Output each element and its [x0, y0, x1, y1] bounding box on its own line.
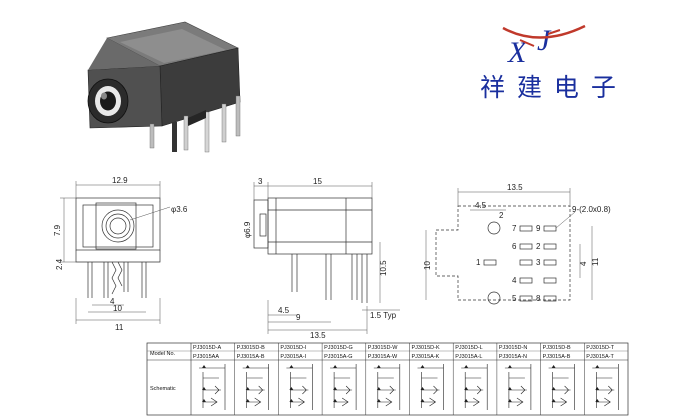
- brand-logo: X J: [502, 24, 586, 69]
- pcb-pin-label: 7: [512, 224, 517, 233]
- logo-j: J: [537, 24, 552, 57]
- table-model-bottom: PJ3015AA: [193, 354, 219, 360]
- side-front-len-label: 3: [258, 177, 263, 186]
- schematic-symbol: [548, 364, 575, 410]
- schematic-contact-marks: [464, 365, 469, 402]
- table-model-bottom: PJ3015A-L: [455, 354, 482, 360]
- pcb-pin-label: 3: [536, 258, 541, 267]
- schematic-symbol: [286, 364, 313, 410]
- schematic-symbol: [330, 364, 357, 410]
- schematic-symbol: [373, 364, 401, 410]
- model-table: [146, 342, 629, 416]
- table-model-top: PJ3015D-L: [455, 345, 483, 351]
- pcb-pitch-b-label: 11: [591, 257, 600, 266]
- schematic-contact-marks: [507, 365, 512, 402]
- schematic-symbol: [417, 364, 444, 410]
- pcb-pin-labels: 7 9 6 2 1 3 4 5 8: [476, 224, 541, 303]
- pcb-pin-label: 4: [512, 276, 517, 285]
- table-model-top: PJ3015D-N: [499, 345, 527, 351]
- front-pitch-10-label: 10: [113, 304, 122, 313]
- logo-x: X: [507, 36, 528, 69]
- table-model-top: PJ3015D-A: [193, 345, 221, 351]
- pcb-width-label: 13.5: [507, 183, 523, 192]
- table-model-bottom: PJ3015A-N: [499, 354, 527, 360]
- pcb-pin-label: 8: [536, 294, 541, 303]
- pcb-offset-a-label: 4.5: [475, 201, 487, 210]
- table-model-top: PJ3015D-I: [280, 345, 306, 351]
- pcb-offset-b-label: 2: [499, 211, 504, 220]
- side-view: [253, 182, 400, 334]
- pcb-view: [425, 188, 593, 305]
- table-model-bottom: PJ3015A-B: [237, 354, 265, 360]
- table-model-bottom: PJ3015A-I: [280, 354, 306, 360]
- front-hole-label: φ3.6: [171, 205, 188, 214]
- table-model-top: PJ3015D-K: [412, 345, 440, 351]
- pcb-pin-label: 5: [512, 294, 517, 303]
- table-model-bottom: PJ3015A-K: [412, 354, 440, 360]
- schematic-contact-marks: [202, 365, 206, 402]
- table-model-top: PJ3015D-G: [324, 345, 353, 351]
- product-photo: [87, 21, 241, 153]
- pcb-pin-label: 6: [512, 242, 517, 251]
- brand-chinese-name: 祥 建 电 子: [480, 73, 618, 102]
- schematic-contact-marks: [551, 365, 556, 402]
- schematic-symbol: [461, 364, 488, 410]
- table-model-no-header: Model No.: [150, 351, 176, 357]
- schematic-contact-marks: [245, 365, 250, 402]
- side-pin-note-label: 1.5 Typ: [370, 311, 397, 320]
- side-pin-b-label: 9: [296, 313, 301, 322]
- table-model-bottom: PJ3015A-W: [368, 354, 398, 360]
- front-width-label: 12.9: [112, 176, 128, 185]
- schematic-symbol: [592, 364, 619, 410]
- pcb-hole-note-label: 9-(2.0x0.8): [572, 205, 611, 214]
- table-schematic-header: Schematic: [150, 386, 176, 392]
- schematic-contact-marks: [289, 365, 294, 402]
- table-model-top: PJ3015D-W: [368, 345, 398, 351]
- schematic-contact-marks: [333, 365, 338, 402]
- table-model-bottom: PJ3015A-T: [586, 354, 614, 360]
- side-body-len-label: 15: [313, 177, 322, 186]
- schematic-symbol: [242, 364, 269, 410]
- front-bottom-offset-label: 2.4: [55, 258, 64, 270]
- table-model-top: PJ3015D-B: [543, 345, 571, 351]
- pcb-pitch-a-label: 4: [579, 261, 588, 266]
- front-pitch-4-label: 4: [110, 297, 115, 306]
- schematic-symbol: [199, 364, 226, 410]
- side-pin-a-label: 4.5: [278, 306, 290, 315]
- front-pitch-11-label: 11: [115, 323, 124, 332]
- side-total-len-label: 13.5: [310, 331, 326, 340]
- pcb-pin-label: 9: [536, 224, 541, 233]
- schematic-contact-marks: [420, 365, 425, 402]
- table-model-bottom: PJ3015A-G: [324, 354, 352, 360]
- table-model-top: PJ3015D-T: [586, 345, 614, 351]
- pcb-pin-label: 2: [536, 242, 541, 251]
- table-model-top: PJ3015D-B: [237, 345, 265, 351]
- pcb-pin-label: 1: [476, 258, 481, 267]
- schematic-contact-marks: [595, 365, 600, 402]
- front-height-label: 7.9: [53, 224, 62, 236]
- pcb-height-label: 10: [423, 261, 432, 270]
- table-model-bottom: PJ3015A-B: [543, 354, 571, 360]
- schematic-symbol: [504, 364, 532, 410]
- front-view: [60, 181, 171, 324]
- side-diameter-label: φ6.9: [243, 221, 252, 238]
- schematic-contact-marks: [376, 365, 381, 402]
- side-height-label: 10.5: [379, 260, 388, 276]
- table-columns: PJ3015D-A PJ3015AA PJ3015D-B PJ3015A-B PJ301…: [193, 343, 619, 415]
